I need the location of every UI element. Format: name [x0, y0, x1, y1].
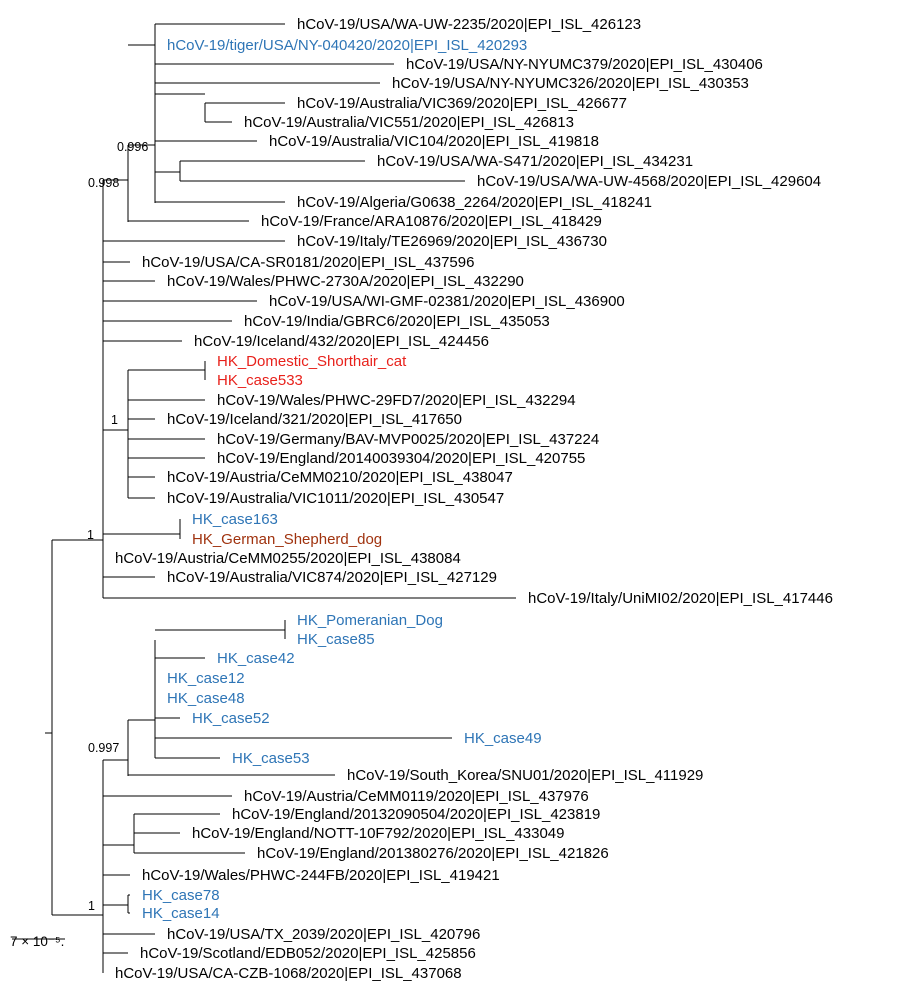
tip-label: hCoV-19/tiger/USA/NY-040420/2020|EPI_ISL…	[167, 37, 527, 54]
support-value: 1	[111, 413, 118, 427]
tip-label: hCoV-19/Australia/VIC1011/2020|EPI_ISL_4…	[167, 490, 504, 507]
tip-label: HK_case48	[167, 690, 245, 707]
tip-label: HK_case52	[192, 710, 270, 727]
tip-label: hCoV-19/France/ARA10876/2020|EPI_ISL_418…	[261, 213, 602, 230]
scale-bar: 7 × 10⁻⁵.	[10, 934, 65, 949]
tip-label: HK_case78	[142, 887, 220, 904]
tip-label: hCoV-19/England/20140039304/2020|EPI_ISL…	[217, 450, 585, 467]
tip-label: hCoV-19/Austria/CeMM0119/2020|EPI_ISL_43…	[244, 788, 589, 805]
support-values: 0.996 0.998 1 1 0.997 1	[87, 140, 148, 913]
tip-label: hCoV-19/Scotland/EDB052/2020|EPI_ISL_425…	[140, 945, 476, 962]
support-value: 1	[87, 528, 94, 542]
tip-label: hCoV-19/Austria/CeMM0255/2020|EPI_ISL_43…	[115, 550, 461, 567]
tip-label: hCoV-19/USA/WI-GMF-02381/2020|EPI_ISL_43…	[269, 293, 625, 310]
tip-label: hCoV-19/Italy/TE26969/2020|EPI_ISL_43673…	[297, 233, 607, 250]
tip-label: hCoV-19/Australia/VIC874/2020|EPI_ISL_42…	[167, 569, 497, 586]
tip-label: hCoV-19/USA/CA-CZB-1068/2020|EPI_ISL_437…	[115, 965, 462, 982]
tip-label: hCoV-19/USA/WA-S471/2020|EPI_ISL_434231	[377, 153, 693, 170]
support-value: 1	[88, 899, 95, 913]
tip-label: hCoV-19/Australia/VIC104/2020|EPI_ISL_41…	[269, 133, 599, 150]
tip-label: HK_case12	[167, 670, 245, 687]
tip-label: HK_Domestic_Shorthair_cat	[217, 353, 407, 370]
support-value: 0.997	[88, 741, 119, 755]
tip-label: hCoV-19/Australia/VIC369/2020|EPI_ISL_42…	[297, 95, 627, 112]
tip-label: hCoV-19/Germany/BAV-MVP0025/2020|EPI_ISL…	[217, 431, 599, 448]
tip-label: hCoV-19/England/NOTT-10F792/2020|EPI_ISL…	[192, 825, 565, 842]
tip-label: hCoV-19/USA/CA-SR0181/2020|EPI_ISL_43759…	[142, 254, 474, 271]
tip-label: hCoV-19/India/GBRC6/2020|EPI_ISL_435053	[244, 313, 550, 330]
support-value: 0.998	[88, 176, 119, 190]
tip-label: HK_case49	[464, 730, 542, 747]
tip-label: HK_case533	[217, 372, 303, 389]
tip-label: HK_case85	[297, 631, 375, 648]
tip-label: hCoV-19/England/201380276/2020|EPI_ISL_4…	[257, 845, 609, 862]
tip-label: HK_case14	[142, 905, 220, 922]
tip-labels: hCoV-19/USA/WA-UW-2235/2020|EPI_ISL_4261…	[115, 16, 833, 982]
tip-label: hCoV-19/Wales/PHWC-2730A/2020|EPI_ISL_43…	[167, 273, 524, 290]
tip-label: HK_Pomeranian_Dog	[297, 612, 443, 629]
tip-label: hCoV-19/USA/NY-NYUMC326/2020|EPI_ISL_430…	[392, 75, 749, 92]
tip-label: hCoV-19/Austria/CeMM0210/2020|EPI_ISL_43…	[167, 469, 513, 486]
tip-label: HK_German_Shepherd_dog	[192, 531, 382, 548]
tip-label: hCoV-19/England/20132090504/2020|EPI_ISL…	[232, 806, 600, 823]
support-value: 0.996	[117, 140, 148, 154]
tip-label: hCoV-19/Wales/PHWC-29FD7/2020|EPI_ISL_43…	[217, 392, 576, 409]
tip-label: hCoV-19/Iceland/432/2020|EPI_ISL_424456	[194, 333, 489, 350]
tip-label: hCoV-19/Iceland/321/2020|EPI_ISL_417650	[167, 411, 462, 428]
tip-label: hCoV-19/USA/NY-NYUMC379/2020|EPI_ISL_430…	[406, 56, 763, 73]
tip-label: hCoV-19/USA/WA-UW-4568/2020|EPI_ISL_4296…	[477, 173, 821, 190]
tree-branches	[45, 23, 516, 973]
tip-label: hCoV-19/Australia/VIC551/2020|EPI_ISL_42…	[244, 114, 574, 131]
tip-label: hCoV-19/USA/WA-UW-2235/2020|EPI_ISL_4261…	[297, 16, 641, 33]
tip-label: hCoV-19/Italy/UniMI02/2020|EPI_ISL_41744…	[528, 590, 833, 607]
tip-label: hCoV-19/Wales/PHWC-244FB/2020|EPI_ISL_41…	[142, 867, 500, 884]
tip-label: hCoV-19/Algeria/G0638_2264/2020|EPI_ISL_…	[297, 194, 652, 211]
tip-label: HK_case163	[192, 511, 278, 528]
tip-label: hCoV-19/South_Korea/SNU01/2020|EPI_ISL_4…	[347, 767, 703, 784]
tip-label: HK_case53	[232, 750, 310, 767]
tip-label: hCoV-19/USA/TX_2039/2020|EPI_ISL_420796	[167, 926, 480, 943]
scale-bar-label: 7 × 10⁻⁵.	[10, 934, 64, 949]
tip-label: HK_case42	[217, 650, 295, 667]
